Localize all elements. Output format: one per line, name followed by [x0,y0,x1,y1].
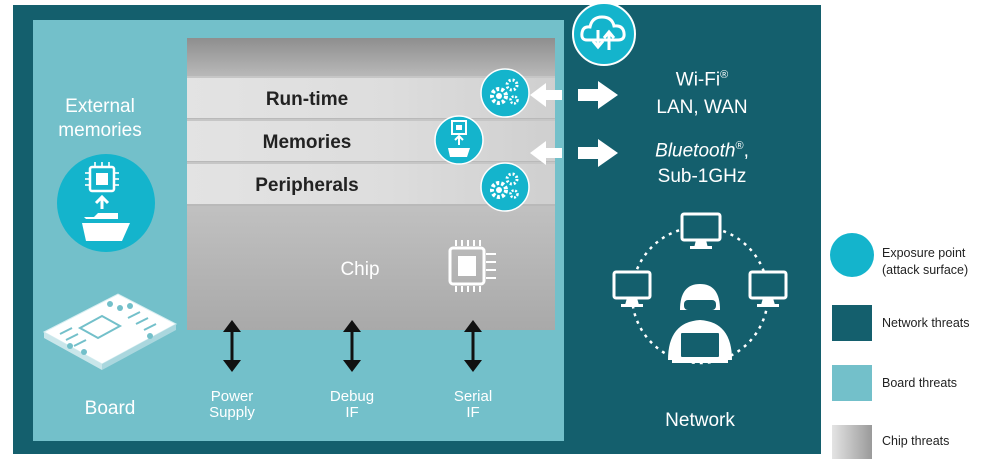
bluetooth-bidirectional-arrow-icon [530,139,618,167]
power-supply-label: Power Supply [209,388,255,421]
external-memory-icon [57,154,155,252]
network-label: Network [665,410,735,431]
wifi-sub-label: LAN, WAN [656,97,748,119]
legend-exposure-label: Exposure point (attack surface) [882,246,969,277]
bluetooth-name: Bluetooth [655,140,736,162]
wifi-bidirectional-arrow-icon [530,81,618,109]
wifi-label: Wi-Fi® LAN, WAN [622,61,782,122]
legend-exposure-swatch [830,233,874,277]
circuit-board-icon [42,293,178,370]
wifi-registered-mark: ® [720,69,729,81]
chip-label: Chip [340,259,380,280]
legend-board-label: Board threats [882,376,958,390]
layer-memories: Memories [187,119,555,163]
wifi-name: Wi-Fi [675,69,721,91]
legend-network-swatch [832,305,872,341]
debug-if-arrow-icon [343,320,361,372]
layer-peripherals-label: Peripherals [255,175,359,196]
board-label: Board [84,398,136,419]
bluetooth-registered-mark: ® [735,140,744,152]
power-supply-arrow-icon [223,320,241,372]
left-monitor-icon [612,270,652,307]
bluetooth-label: Bluetooth®, Sub-1GHz [622,133,782,190]
legend-network-label: Network threats [882,316,970,330]
legend-chip-label: Chip threats [882,434,950,448]
bluetooth-sub-label: Sub-1GHz [657,166,747,188]
cloud-exposure-icon [572,2,636,66]
network-hacker-diagram [612,212,788,365]
runtime-gear-exposure-icon [480,68,530,118]
layer-runtime-label: Run-time [265,89,349,110]
legend-chip-swatch [832,425,872,459]
debug-if-label: Debug IF [329,388,375,421]
memories-chip-exposure-icon [434,115,484,165]
bluetooth-suffix: , [743,140,749,162]
layer-memories-label: Memories [262,132,352,153]
legend-board-swatch [832,365,872,401]
serial-if-label: Serial IF [453,388,493,421]
hacker-icon [668,284,732,363]
chip-icon [448,240,496,292]
right-monitor-icon [748,270,788,307]
serial-if-arrow-icon [464,320,482,372]
external-memories-label: External memories [58,96,142,141]
peripherals-gear-exposure-icon [480,162,530,212]
top-monitor-icon [680,212,722,249]
